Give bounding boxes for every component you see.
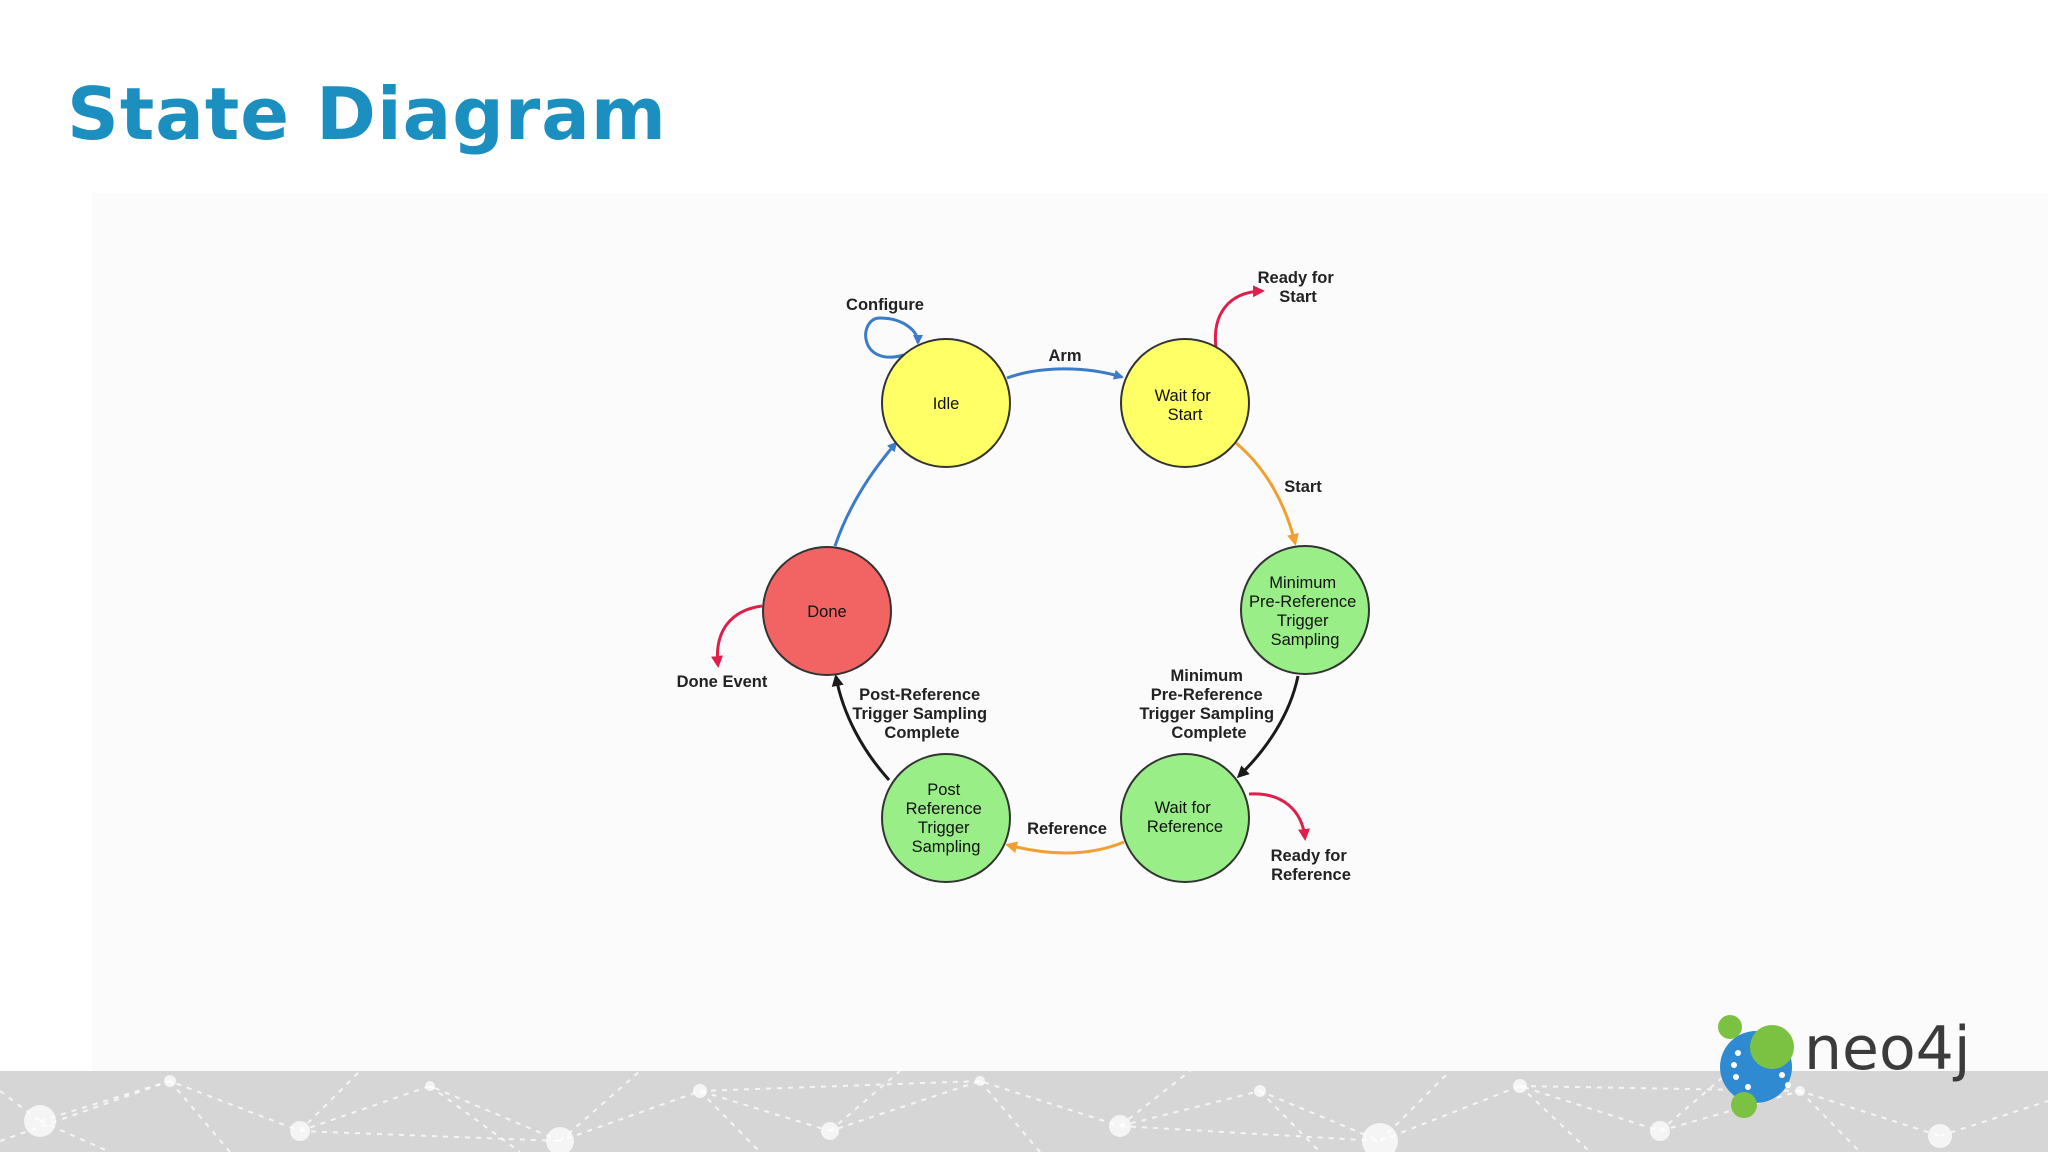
arm-label: Arm: [1048, 347, 1081, 365]
state-post-ref-label-1: Post: [927, 781, 960, 799]
neo4j-logo-green-node-large: [1750, 1025, 1794, 1069]
state-wait-for-reference-label-2: Reference: [1147, 818, 1223, 836]
min-pre-ref-complete-label: Minimum Pre-Reference Trigger Sampling C…: [1139, 667, 1278, 742]
state-min-pre-ref-label-1: Minimum: [1269, 574, 1336, 592]
min-pre-ref-complete-label-2: Pre-Reference: [1151, 686, 1263, 704]
state-min-pre-ref-label-3: Trigger: [1277, 612, 1329, 630]
svg-text:Wait for Start: Wait for Start: [1155, 387, 1216, 424]
neo4j-logo: neo4j: [1718, 1014, 1971, 1118]
min-pre-ref-complete-arrow: [1236, 675, 1300, 779]
ready-for-start-label-1: Ready for: [1258, 269, 1335, 287]
ready-for-start-label-2: Start: [1279, 288, 1317, 306]
post-ref-complete-arrow: [831, 674, 891, 782]
state-min-pre-ref-label-2: Pre-Reference: [1249, 593, 1356, 611]
state-post-ref-label-4: Sampling: [912, 838, 981, 856]
min-pre-ref-complete-label-4: Complete: [1171, 724, 1246, 742]
ready-for-start-label: Ready for Start: [1258, 269, 1339, 306]
post-ref-complete-label-3: Complete: [884, 724, 959, 742]
state-wait-for-reference: Wait for Reference: [1120, 753, 1250, 883]
configure-label: Configure: [846, 296, 924, 314]
state-done: Done: [762, 546, 892, 676]
state-post-ref-label-2: Reference: [906, 800, 982, 818]
state-post-ref-label-3: Trigger: [918, 819, 970, 837]
state-wait-for-start: Wait for Start: [1120, 338, 1250, 468]
svg-text:Post Reference Tri: Post Reference Trigger Sampling: [906, 781, 987, 856]
state-wait-for-start-label-2: Start: [1168, 406, 1203, 424]
ready-for-reference-arrow: [1248, 792, 1311, 841]
reference-label: Reference: [1027, 820, 1107, 838]
state-wait-for-start-label-1: Wait for: [1155, 387, 1212, 405]
state-idle: Idle: [881, 338, 1011, 468]
state-done-label: Done: [807, 603, 846, 621]
min-pre-ref-complete-label-3: Trigger Sampling: [1139, 705, 1274, 723]
done-event-arrow: [711, 604, 763, 668]
neo4j-logo-green-node-bottom: [1731, 1092, 1757, 1118]
done-event-label: Done Event: [677, 673, 768, 691]
state-post-reference-trigger-sampling: Post Reference Trigger Sampling: [881, 753, 1011, 883]
ready-for-reference-label: Ready for Reference: [1271, 847, 1352, 884]
reference-arrow: [1005, 840, 1125, 855]
footer-graph-band: [0, 1071, 2048, 1152]
footer-graph-pattern: [0, 1071, 2048, 1152]
slide-title: State Diagram: [67, 72, 667, 156]
post-ref-complete-label: Post-Reference Trigger Sampling Complete: [852, 686, 991, 742]
svg-text:Minimum Pre-Reference: Minimum Pre-Reference Trigger Sampling: [1249, 574, 1361, 649]
arm-arrow: [1006, 367, 1124, 380]
state-min-pre-ref-label-4: Sampling: [1271, 631, 1340, 649]
svg-text:Wait for Reference: Wait for Reference: [1147, 799, 1223, 836]
neo4j-wordmark: neo4j: [1804, 1014, 1971, 1084]
neo4j-logo-green-node-top: [1718, 1015, 1742, 1039]
start-arrow: [1235, 441, 1299, 546]
state-idle-label: Idle: [933, 395, 960, 413]
start-label: Start: [1284, 478, 1322, 496]
state-wait-for-reference-label-1: Wait for: [1155, 799, 1212, 817]
post-ref-complete-label-2: Trigger Sampling: [852, 705, 987, 723]
post-ref-complete-label-1: Post-Reference: [859, 686, 980, 704]
min-pre-ref-complete-label-1: Minimum: [1170, 667, 1242, 685]
ready-for-start-arrow: [1213, 285, 1265, 349]
configure-self-loop: [864, 316, 923, 359]
state-min-pre-reference-trigger-sampling: Minimum Pre-Reference Trigger Sampling: [1240, 545, 1370, 675]
ready-for-reference-label-2: Reference: [1271, 866, 1351, 884]
diagram-panel: [92, 193, 2048, 1071]
ready-for-reference-label-1: Ready for: [1271, 847, 1348, 865]
done-to-idle-arrow: [833, 441, 898, 547]
